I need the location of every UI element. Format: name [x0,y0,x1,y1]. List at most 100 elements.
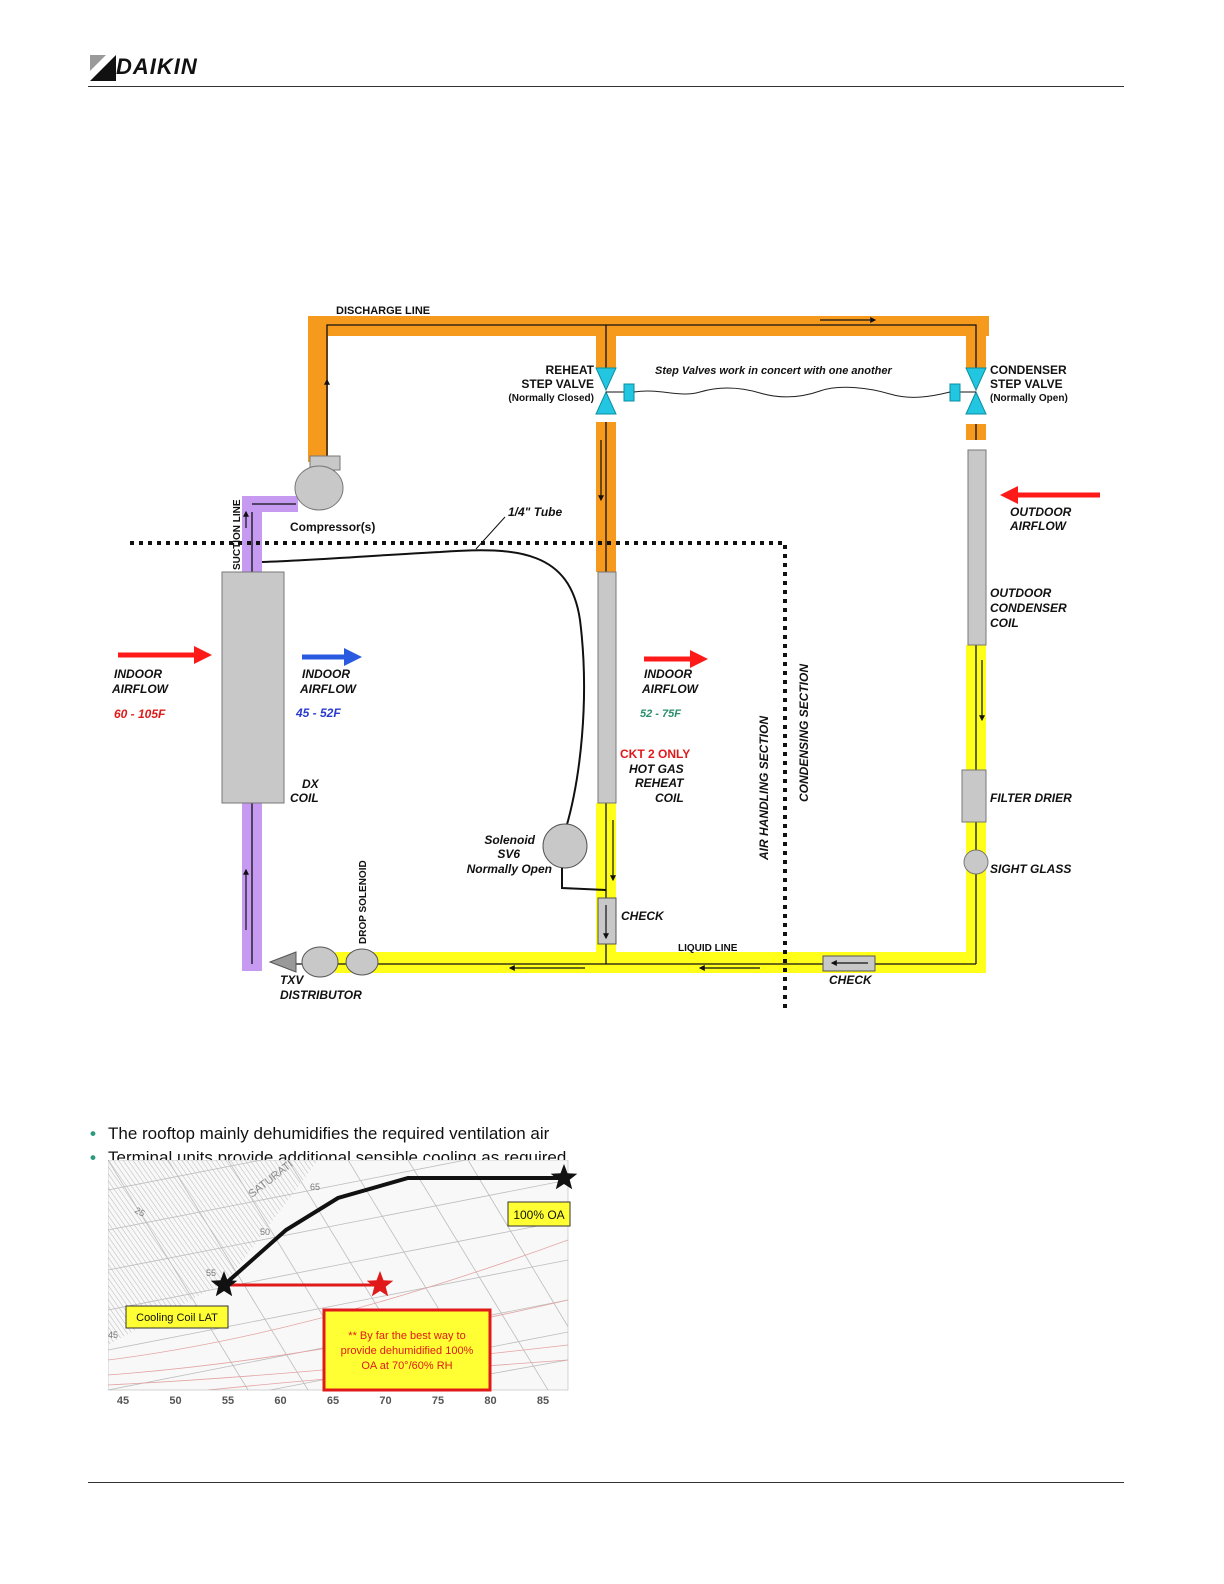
x-tick-label: 55 [222,1395,234,1407]
bullet-text: The rooftop mainly dehumidifies the requ… [108,1124,550,1143]
wetbulb-label: 25 [133,1205,147,1219]
reheat-step-valve [595,367,635,415]
label-solenoid-3: Normally Open [467,862,552,876]
solenoid-line [561,868,607,891]
label-indoor-in-2: AIRFLOW [111,682,170,696]
label-suction-line: SUCTION LINE [232,499,243,570]
brand-name: DAIKIN [116,54,198,79]
x-tick-label: 80 [484,1395,496,1407]
process-path [222,1176,564,1287]
airflow-arrows [118,486,1100,668]
label-filter-drier: FILTER DRIER [990,791,1072,805]
label-outdoor-airflow-2: AIRFLOW [1009,519,1068,533]
label-dx-coil-1: DX [302,777,320,791]
star-target-icon [366,1271,394,1297]
note-line: ** By far the best way to [348,1330,465,1342]
x-axis-ticks: 45 50 55 60 65 70 75 80 85 [117,1395,549,1407]
tube-leader [475,516,506,550]
label-liquid-line: LIQUID LINE [678,943,738,954]
x-tick-label: 45 [117,1395,129,1407]
refrigerant-schematic: DISCHARGE LINE REHEAT STEP VALVE (Normal… [111,305,1100,1012]
lat-box-label: Cooling Coil LAT [136,1312,218,1324]
label-outdoor-coil-3: COIL [990,616,1019,630]
x-tick-label: 60 [274,1395,286,1407]
wetbulb-labels: 25 45 50 55 65 [108,1182,320,1340]
page-header: DAIKIN [88,50,1124,87]
wetbulb-label: 55 [206,1268,216,1278]
wetbulb-label: 65 [310,1182,320,1192]
label-indoor-mid-temp: 45 - 52F [295,706,341,720]
bullet-icon: • [90,1124,96,1143]
label-reheat-valve-3: (Normally Closed) [508,393,594,404]
note-box: ** By far the best way to provide dehumi… [322,1308,492,1392]
star-lat-icon [210,1271,238,1297]
label-txv-2: DISTRIBUTOR [280,988,362,1002]
check-valve-liquid [822,955,876,972]
label-condenser-valve-2: STEP VALVE [990,377,1063,391]
bullet-item: • The rooftop mainly dehumidifies the req… [90,1122,566,1146]
label-indoor-in-1: INDOOR [114,667,162,681]
note-line: OA at 70°/60% RH [361,1360,452,1372]
label-indoor-out-2: AIRFLOW [641,682,700,696]
label-discharge-line: DISCHARGE LINE [336,305,430,317]
footer-divider [88,1482,1124,1483]
label-condensing: CONDENSING SECTION [797,664,811,802]
label-reheat-coil-2: REHEAT [635,776,685,790]
distributor [268,951,297,973]
label-solenoid-1: Solenoid [484,833,535,847]
dx-coil [221,571,285,804]
label-reheat-coil-1: HOT GAS [629,762,684,776]
label-indoor-mid-1: INDOOR [302,667,350,681]
lat-box: Cooling Coil LAT [125,1305,229,1329]
label-ckt2: CKT 2 ONLY [620,747,690,761]
section-boundary [130,541,787,1012]
label-check-reheat: CHECK [621,909,665,923]
condenser-step-valve [949,367,987,415]
bullet-icon: • [90,1148,96,1167]
label-outdoor-airflow-1: OUTDOOR [1010,505,1072,519]
label-indoor-out-1: INDOOR [644,667,692,681]
note-line: provide dehumidified 100% [341,1345,474,1357]
label-indoor-mid-2: AIRFLOW [299,682,358,696]
quarter-inch-tube [261,549,586,829]
discharge-piping [308,316,989,572]
label-solenoid-2: SV6 [497,847,520,861]
valve-link-wire [633,386,951,398]
label-reheat-valve-1: REHEAT [546,363,595,377]
star-oa-icon [550,1164,578,1190]
x-tick-label: 50 [169,1395,181,1407]
label-step-note: Step Valves work in concert with one ano… [655,365,892,377]
label-tube: 1/4" Tube [508,505,562,519]
label-indoor-in-temp: 60 - 105F [114,707,166,721]
label-compressor: Compressor(s) [290,520,375,534]
compressor [294,465,344,511]
reheat-coil [597,571,617,804]
label-air-handling: AIR HANDLING SECTION [757,716,771,861]
oa-box-label: 100% OA [513,1208,564,1222]
sight-glass [963,849,989,875]
label-sight-glass: SIGHT GLASS [990,862,1071,876]
drop-solenoid [345,948,379,976]
x-tick-label: 70 [379,1395,391,1407]
x-tick-label: 75 [432,1395,444,1407]
oa-box: 100% OA [507,1201,571,1227]
flow-arrows [243,317,985,971]
wetbulb-label: 45 [108,1330,118,1340]
label-condenser-valve-3: (Normally Open) [990,393,1068,404]
label-txv-1: TXV [280,973,304,987]
label-indoor-out-temp: 52 - 75F [640,708,681,720]
check-valve-reheat [597,897,617,945]
label-check-liquid: CHECK [829,973,873,987]
outdoor-condenser-coil [967,449,987,646]
label-outdoor-coil-2: CONDENSER [990,601,1067,615]
wetbulb-label: 50 [260,1227,270,1237]
x-tick-label: 65 [327,1395,339,1407]
label-drop-solenoid: DROP SOLENOID [358,860,369,944]
label-condenser-valve-1: CONDENSER [990,363,1067,377]
daikin-logo-icon [90,55,116,81]
x-tick-label: 85 [537,1395,549,1407]
label-outdoor-coil-1: OUTDOOR [990,586,1052,600]
label-dx-coil-2: COIL [290,791,319,805]
txv [301,946,339,978]
